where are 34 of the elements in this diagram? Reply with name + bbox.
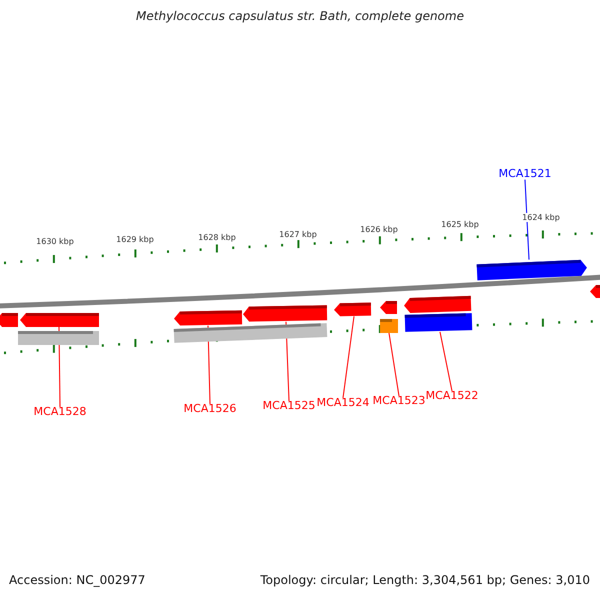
- gene-feature: [334, 302, 372, 316]
- gene-feature: [0, 313, 18, 327]
- gene-feature: [18, 331, 99, 345]
- title: Methylococcus capsulatus str. Bath, complete genome: [136, 10, 464, 24]
- gene-feature: [404, 313, 472, 332]
- gene-feature: [476, 260, 588, 280]
- leader-line: [440, 331, 452, 392]
- leader-line: [388, 332, 400, 396]
- gene-feature: [174, 323, 328, 343]
- gene-label: MCA1523: [372, 395, 426, 408]
- gene-feature: [380, 301, 397, 314]
- scale-label: 1630 kbp: [36, 237, 74, 246]
- gene-label: MCA1528: [34, 406, 86, 419]
- scale-label: 1629 kbp: [116, 235, 154, 244]
- gene-feature: [174, 310, 242, 326]
- scale-label: 1627 kbp: [279, 230, 317, 240]
- gene-feature: [380, 319, 398, 333]
- gene-label: MCA1526: [184, 403, 236, 416]
- genome-summary-text: Topology: circular; Length: 3,304,561 bp; Genes: 3,010: [260, 574, 590, 588]
- gene-feature: [20, 313, 99, 327]
- gene-feature: [404, 296, 472, 314]
- scale-label: 1628 kbp: [198, 233, 236, 242]
- scale-label: 1624 kbp: [522, 213, 560, 222]
- gene-label: MCA1522: [426, 390, 478, 403]
- gene-feature: [590, 285, 600, 298]
- leader-line: [342, 316, 354, 398]
- scale-label: 1625 kbp: [441, 220, 479, 230]
- scale-label: 1626 kbp: [360, 225, 398, 234]
- accession-text: Accession: NC_002977: [9, 574, 146, 588]
- gene-label: MCA1525: [262, 400, 316, 413]
- gene-label: MCA1524: [316, 397, 370, 410]
- gene-feature: [242, 305, 328, 322]
- leader-line: [524, 179, 530, 260]
- gene-label: MCA1521: [498, 168, 552, 181]
